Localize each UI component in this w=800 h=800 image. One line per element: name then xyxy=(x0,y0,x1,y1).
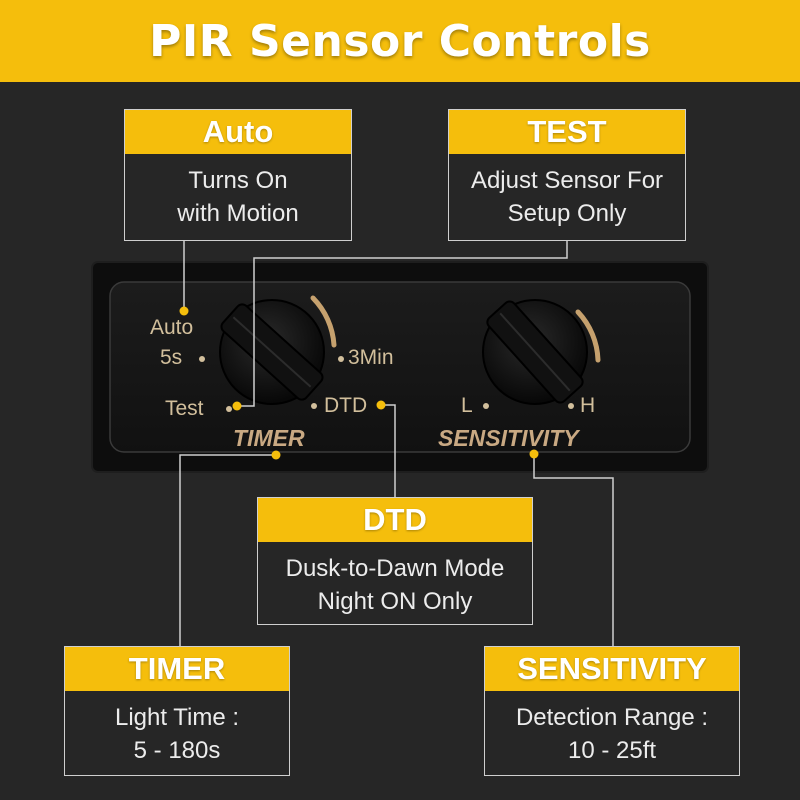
callout-auto: Auto Turns On with Motion xyxy=(124,109,352,241)
label-l: L xyxy=(461,394,473,417)
callout-sensitivity-line-2: 10 - 25ft xyxy=(567,737,657,764)
sensitivity-knob xyxy=(482,299,601,405)
callout-auto-title: Auto xyxy=(125,110,351,154)
dot-dtd xyxy=(311,403,317,409)
callout-test-title: TEST xyxy=(449,110,685,154)
page-title: PIR Sensor Controls xyxy=(149,15,651,67)
dot-h xyxy=(568,403,574,409)
sensitivity-dial-name: SENSITIVITY xyxy=(438,425,579,451)
leader-dtd xyxy=(382,404,396,497)
callout-test: TEST Adjust Sensor For Setup Only xyxy=(448,109,686,241)
callout-auto-line-1: Turns On xyxy=(188,167,288,194)
timer-knob xyxy=(219,295,337,405)
callout-timer: TIMER Light Time : 5 - 180s xyxy=(64,646,290,776)
callout-timer-line-2: 5 - 180s xyxy=(133,737,221,764)
label-dtd: DTD xyxy=(324,394,368,417)
dot-l xyxy=(483,403,489,409)
dot-3min xyxy=(338,356,344,362)
callout-timer-title: TIMER xyxy=(65,647,289,691)
label-3min: 3Min xyxy=(348,346,394,369)
callout-test-line-2: Setup Only xyxy=(507,200,627,227)
timer-dial-name: TIMER xyxy=(233,425,305,451)
leader-test xyxy=(239,241,568,407)
dot-5s xyxy=(199,356,205,362)
label-h: H xyxy=(580,394,596,417)
leader-timer xyxy=(179,454,275,646)
callout-dtd-line-2: Night ON Only xyxy=(317,588,473,615)
callout-timer-line-1: Light Time : xyxy=(114,704,240,731)
dot-test xyxy=(226,406,232,412)
callout-test-line-1: Adjust Sensor For xyxy=(470,167,664,194)
panel-plate xyxy=(109,281,691,453)
label-auto: Auto xyxy=(150,316,194,339)
label-5s: 5s xyxy=(160,346,183,369)
callout-auto-line-2: with Motion xyxy=(177,200,299,227)
callout-dtd-line-1: Dusk-to-Dawn Mode xyxy=(285,555,505,582)
label-test: Test xyxy=(165,397,204,420)
callout-sensitivity-title: SENSITIVITY xyxy=(485,647,739,691)
callout-sensitivity: SENSITIVITY Detection Range : 10 - 25ft xyxy=(484,646,740,776)
callout-sensitivity-line-1: Detection Range : xyxy=(515,704,709,731)
title-banner: PIR Sensor Controls xyxy=(0,0,800,82)
callout-dtd-title: DTD xyxy=(258,498,532,542)
callout-dtd: DTD Dusk-to-Dawn Mode Night ON Only xyxy=(257,497,533,625)
leader-sensitivity xyxy=(533,455,614,646)
